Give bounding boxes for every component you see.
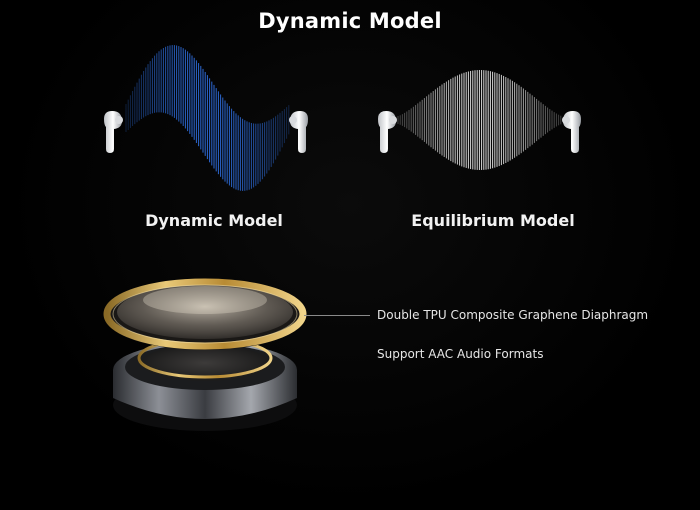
earbud-icon [104,111,123,153]
feature-diaphragm: Double TPU Composite Graphene Diaphragm [377,308,649,322]
dynamic-sound-wave [125,45,290,191]
earbud-icon [289,111,308,153]
earbud-icon [378,111,397,153]
equilibrium-model-label: Equilibrium Model [411,211,575,230]
dynamic-model-label: Dynamic Model [145,211,283,230]
callout-line [304,315,370,316]
equilibrium-sound-wave [397,70,562,170]
earbud-icon [562,111,581,153]
speaker-driver-icon [103,278,307,431]
feature-aac: Support AAC Audio Formats [377,347,544,361]
page-title: Dynamic Model [258,9,442,33]
